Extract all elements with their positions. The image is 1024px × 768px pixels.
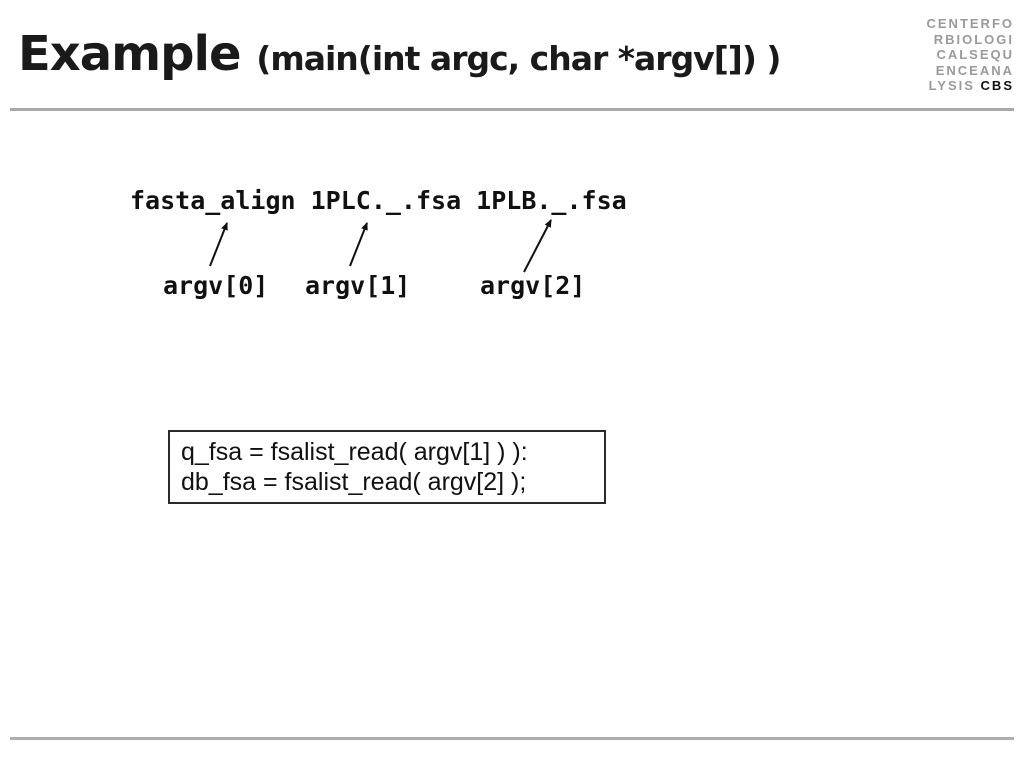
logo-line: CALSEQU [936,47,1014,62]
code-line-2: db_fsa = fsalist_read( argv[2] ); [181,468,527,496]
title-divider-rule [10,108,1014,111]
bottom-divider-rule [10,737,1014,740]
logo-line: RBIOLOGI [933,31,1014,47]
logo-lysis-text: LYSIS [928,78,981,93]
page-title: Example (main(int argc, char *argv[]) ) [18,26,782,82]
logo-line-last: LYSIS CBS [927,78,1015,94]
argv0-label: argv[0] [163,271,269,300]
arrow-argv0 [209,222,228,267]
logo-line: CENTERFO [926,16,1014,31]
cbs-logo: CENTERFO RBIOLOGI CALSEQU ENCEANA LYSIS … [927,16,1015,94]
logo-cbs-text: CBS [980,78,1014,93]
command-line-text: fasta_align 1PLC._.fsa 1PLB._.fsa [130,186,627,215]
arrow-argv2 [523,219,552,273]
logo-line: ENCEANA [935,62,1014,78]
code-box: q_fsa = fsalist_read( argv[1] ) ): db_fs… [168,430,606,504]
title-sub-text: (main(int argc, char *argv[]) ) [256,39,781,78]
argv2-label: argv[2] [480,271,586,300]
arrow-argv1 [349,222,368,267]
code-line-1: q_fsa = fsalist_read( argv[1] ) ): [181,438,528,466]
argv1-label: argv[1] [305,271,411,300]
title-main-text: Example [18,26,257,82]
